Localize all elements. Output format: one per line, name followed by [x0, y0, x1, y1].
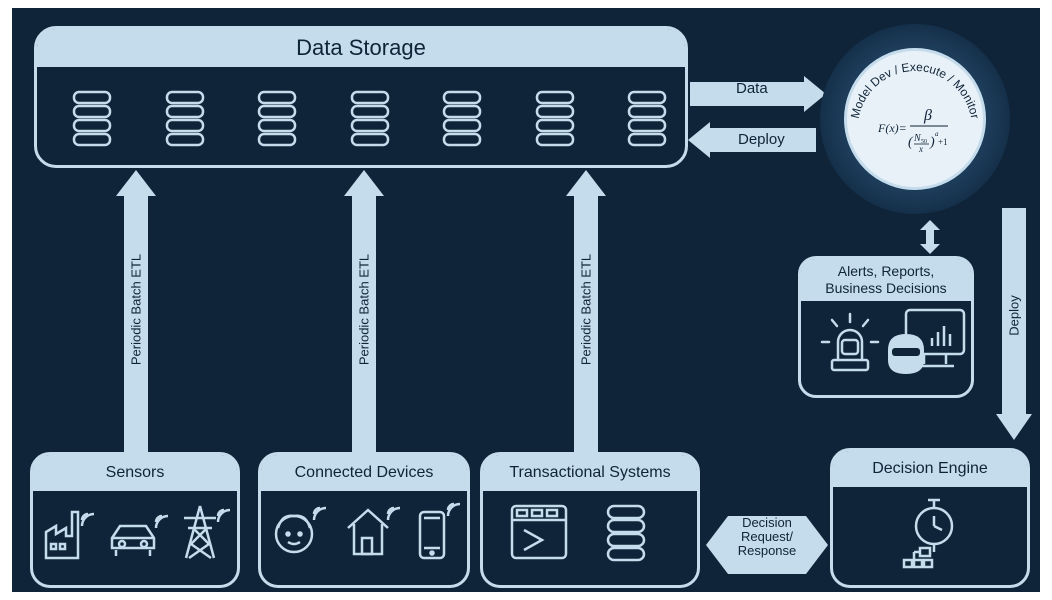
alerts-title-line2: Business Decisions	[825, 280, 947, 296]
database-icon	[350, 90, 389, 147]
sensors-box: Sensors	[30, 452, 240, 588]
formula-numerator: β	[923, 107, 932, 124]
factory-icon	[44, 510, 95, 560]
etl-arrow-devices	[344, 170, 384, 452]
architecture-diagram: Data Storage Data Deploy Model Dev / Exe…	[12, 8, 1040, 592]
database-icon	[535, 90, 574, 147]
data-storage-title: Data Storage	[37, 29, 685, 67]
decision-engine-title: Decision Engine	[833, 451, 1027, 487]
database-icon-row	[34, 86, 688, 150]
svg-text:): )	[929, 135, 935, 150]
decision-request-arrow	[706, 516, 828, 574]
database-icon	[165, 90, 204, 147]
model-circle-text: Model Dev / Execute / Monitor F(x)= β ( …	[848, 60, 982, 154]
alerts-title-line1: Alerts, Reports,	[837, 263, 935, 279]
decision-label-line1: Decision	[742, 515, 792, 530]
etl-arrow-sensors	[116, 170, 156, 452]
etl-label-sensors: Periodic Batch ETL	[128, 253, 144, 366]
smart-home-icon	[347, 506, 401, 556]
formula-lhs: F(x)=	[877, 121, 907, 135]
face-icon	[274, 506, 327, 554]
svg-text:N: N	[913, 133, 922, 144]
svg-text:50: 50	[921, 139, 927, 145]
deploy-down-label: Deploy	[1006, 295, 1022, 336]
svg-text:x: x	[918, 144, 923, 154]
svg-text:+1: +1	[938, 137, 948, 147]
alerts-title: Alerts, Reports, Business Decisions	[801, 259, 971, 301]
car-icon	[110, 514, 169, 556]
smartphone-icon	[418, 502, 461, 560]
transactional-systems-title: Transactional Systems	[483, 455, 697, 491]
decision-label-line3: Response	[737, 543, 797, 558]
connected-devices-box: Connected Devices	[258, 452, 470, 588]
model-circle	[844, 48, 986, 190]
model-alerts-double-arrow	[920, 220, 940, 254]
svg-text:Model Dev / Execute / Monitor: Model Dev / Execute / Monitor	[848, 60, 982, 120]
etl-label-devices: Periodic Batch ETL	[356, 253, 372, 366]
model-title: Model Dev / Execute / Monitor	[848, 60, 982, 120]
power-tower-icon	[184, 505, 231, 560]
deploy-down-arrow	[996, 208, 1032, 440]
monitor-robot-icon	[888, 308, 966, 374]
stopwatch-flow-icon	[902, 498, 954, 569]
decision-request-label: Decision Request/ Response	[726, 516, 808, 558]
etl-label-transactional: Periodic Batch ETL	[578, 253, 594, 366]
terminal-icon	[510, 504, 568, 560]
database-icon	[257, 90, 297, 147]
deploy-arrow	[688, 122, 816, 158]
data-arrow-label: Data	[736, 80, 768, 97]
data-arrow	[690, 76, 826, 112]
decision-label-line2: Request/	[740, 529, 794, 544]
svg-text:(: (	[908, 135, 914, 150]
database-icon	[442, 90, 482, 147]
deploy-arrow-label: Deploy	[738, 131, 785, 148]
connected-devices-title: Connected Devices	[261, 455, 467, 491]
database-icon	[72, 90, 112, 147]
siren-icon	[820, 312, 880, 372]
database-icon	[627, 90, 667, 147]
etl-arrow-transactional	[566, 170, 606, 452]
transactional-systems-box: Transactional Systems	[480, 452, 700, 588]
svg-text:a: a	[935, 130, 939, 138]
database-icon-transactional	[606, 504, 646, 562]
sensors-title: Sensors	[33, 455, 237, 491]
decision-engine-box: Decision Engine	[830, 448, 1030, 588]
